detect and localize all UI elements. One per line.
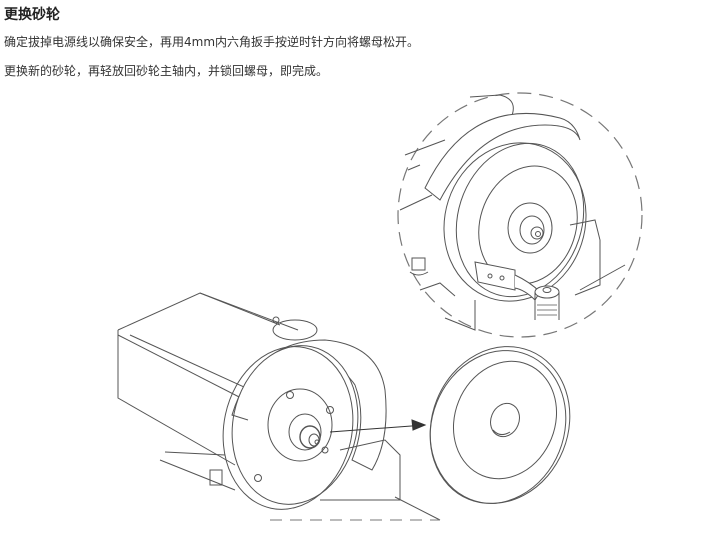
detail-callout bbox=[397, 92, 643, 338]
step-1-text: 确定拔掉电源线以确保安全，再用4mm内六角扳手按逆时针方向将螺母松开。 bbox=[4, 35, 420, 49]
grinder-illustration bbox=[0, 80, 715, 533]
grinder-machine bbox=[117, 292, 441, 521]
step-2-text: 更换新的砂轮，再轻放回砂轮主轴内，并锁回螺母，即完成。 bbox=[4, 64, 329, 78]
direction-arrow bbox=[329, 419, 427, 433]
section-title: 更换砂轮 bbox=[4, 7, 60, 23]
line-drawing-svg bbox=[117, 92, 643, 521]
replacement-wheel bbox=[429, 346, 571, 504]
